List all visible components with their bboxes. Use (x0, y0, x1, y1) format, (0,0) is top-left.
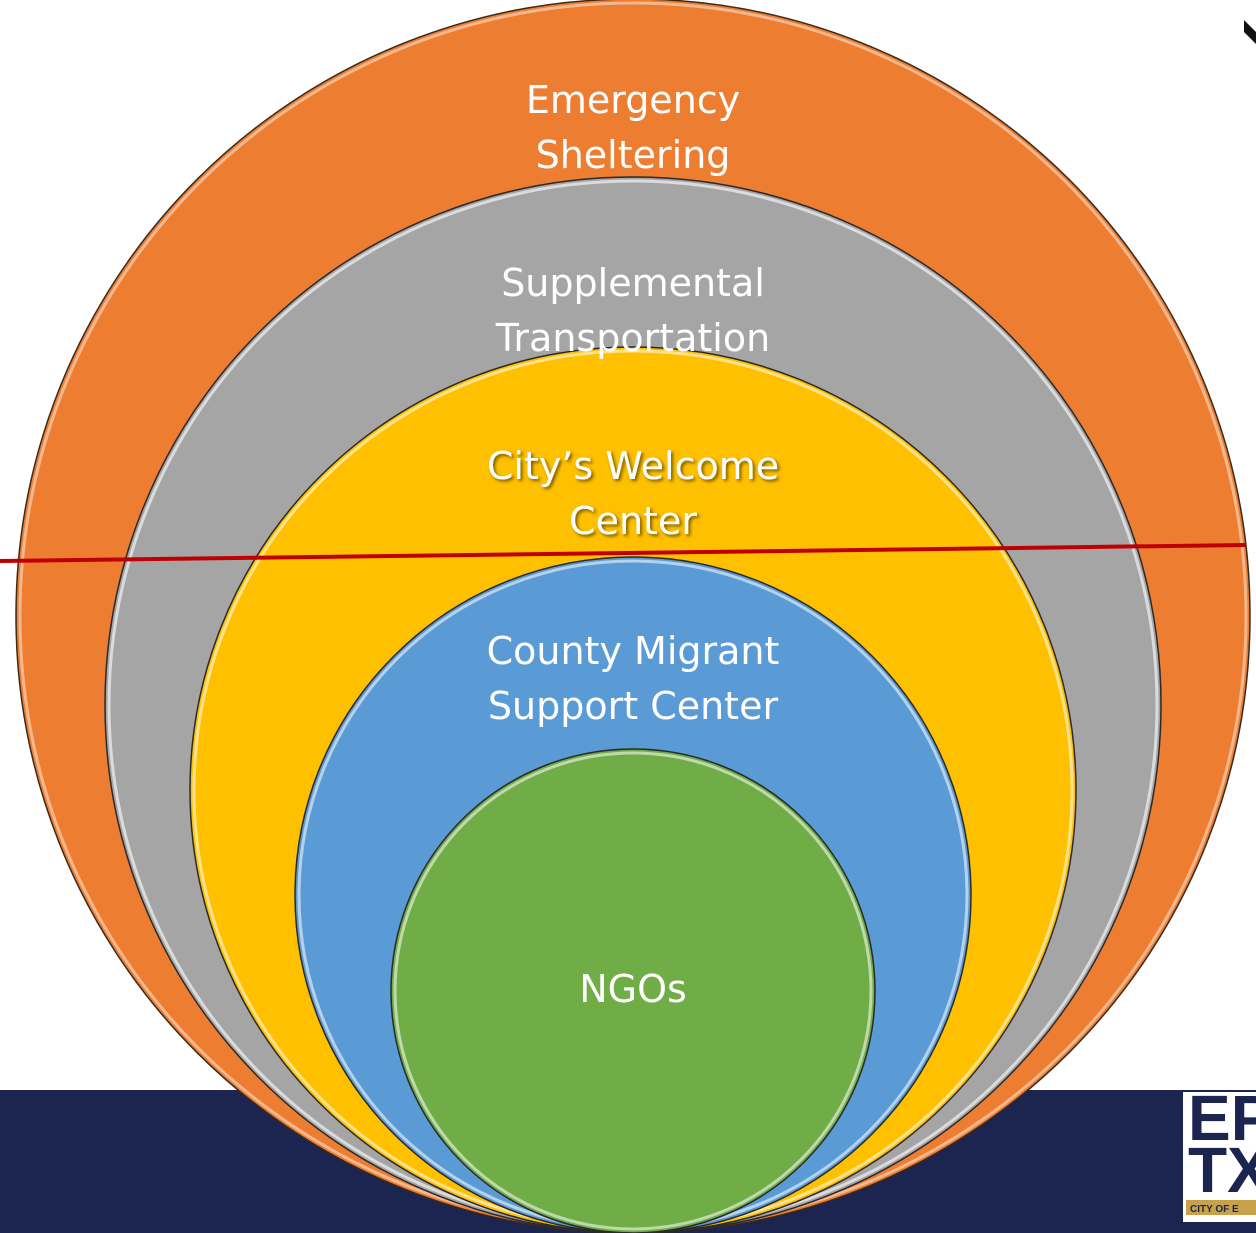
logo-tagline: CITY OF E (1190, 1204, 1239, 1215)
label-transportation-line1: Supplemental (501, 261, 765, 305)
city-logo: EP TX CITY OF E (1183, 1082, 1256, 1222)
label-ngos: NGOs (579, 967, 687, 1011)
label-emergency-line2: Sheltering (536, 133, 731, 177)
label-welcome-line1: City’s Welcome (487, 444, 779, 488)
label-emergency-line1: Emergency (526, 78, 740, 122)
logo-line1: EP (1188, 1082, 1256, 1154)
logo-line2: TX (1188, 1134, 1256, 1206)
corner-mark (1244, 20, 1256, 44)
circle-ngos (390, 748, 876, 1233)
circle-layers (15, 0, 1251, 1233)
label-transportation-line2: Transportation (495, 316, 770, 360)
layer-labels: Emergency Sheltering Supplemental Transp… (487, 78, 780, 1011)
label-county-line2: Support Center (488, 684, 779, 728)
divider-line (0, 543, 1247, 563)
label-welcome-line2: Center (569, 499, 697, 543)
label-county-line1: County Migrant (487, 629, 780, 673)
